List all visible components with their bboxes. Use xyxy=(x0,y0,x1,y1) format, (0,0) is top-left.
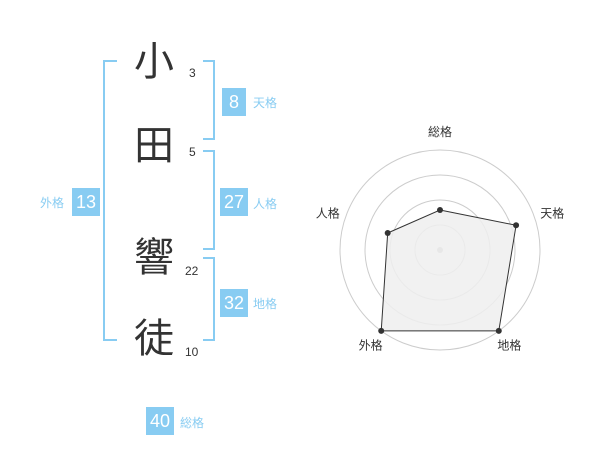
soukaku-value: 40 xyxy=(146,407,174,435)
jinkaku-bracket xyxy=(203,150,215,250)
chikaku-bracket xyxy=(203,257,215,341)
radar-point xyxy=(378,327,385,334)
name-char-1: 小 xyxy=(134,39,174,85)
radar-axis-label: 総格 xyxy=(428,124,452,139)
stroke-count-2: 5 xyxy=(189,145,196,159)
radar-area xyxy=(380,209,517,332)
radar-axis-label: 外格 xyxy=(359,337,383,352)
radar-axis-label: 人格 xyxy=(316,206,340,221)
radar-point xyxy=(495,327,502,334)
tenkaku-bracket xyxy=(203,60,215,140)
radar-point xyxy=(384,230,391,237)
chikaku-label: 地格 xyxy=(253,297,278,311)
radar-axis-label: 地格 xyxy=(497,337,521,352)
name-char-4: 徒 xyxy=(134,316,174,362)
radar-ring xyxy=(339,149,541,351)
gaikaku-value: 13 xyxy=(72,188,100,216)
gaikaku-label: 外格 xyxy=(40,196,65,210)
radar-point xyxy=(513,222,520,229)
jinkaku-label: 人格 xyxy=(253,197,278,211)
name-char-3: 響 xyxy=(134,235,174,281)
soukaku-label: 総格 xyxy=(180,416,205,430)
chikaku-value: 32 xyxy=(220,289,248,317)
tenkaku-value: 8 xyxy=(222,88,246,116)
stroke-count-4: 10 xyxy=(185,345,199,359)
radar-points xyxy=(378,207,520,334)
jinkaku-value: 27 xyxy=(220,188,248,216)
radar-point xyxy=(437,207,443,213)
name-char-2: 田 xyxy=(134,123,174,169)
tenkaku-label: 天格 xyxy=(253,96,278,110)
gaikaku-bracket xyxy=(103,60,117,341)
stroke-count-1: 3 xyxy=(189,66,196,80)
radar-axis-label: 天格 xyxy=(540,206,564,221)
stroke-count-3: 22 xyxy=(185,264,199,278)
